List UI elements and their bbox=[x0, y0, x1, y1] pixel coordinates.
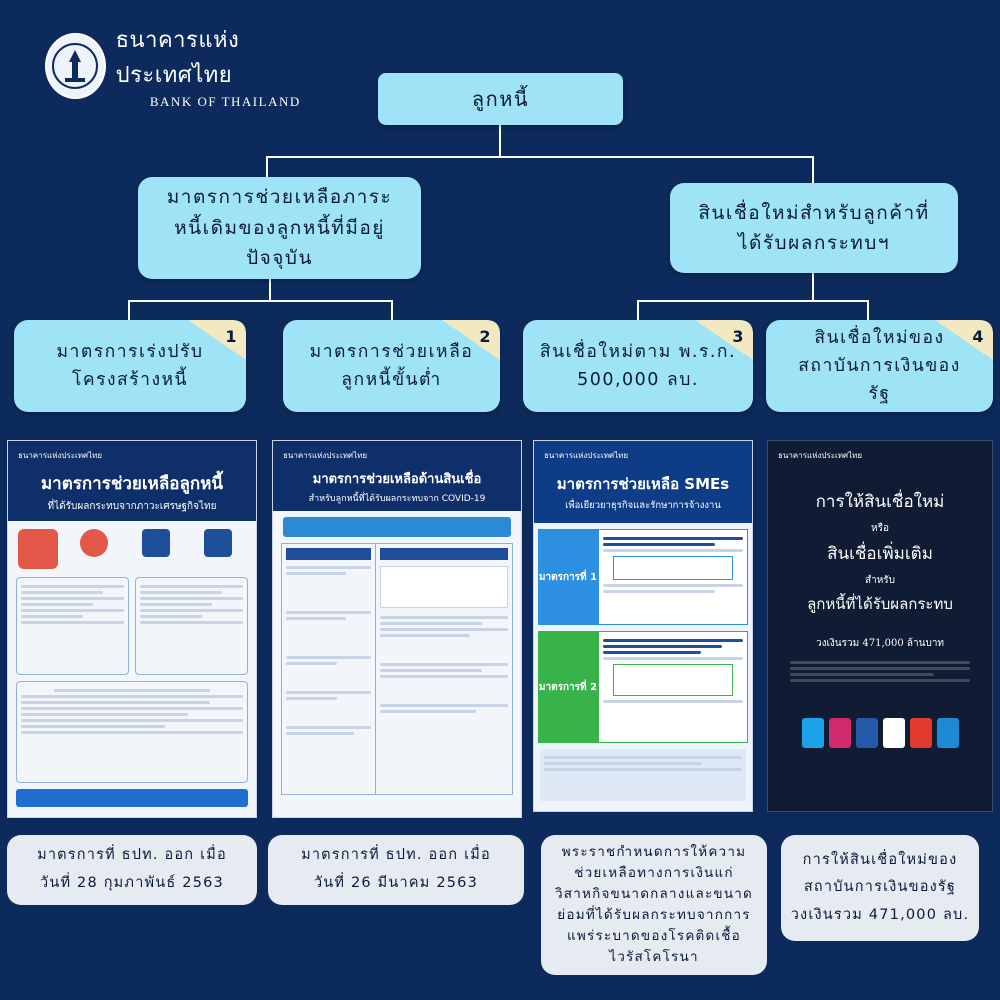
shop-icon bbox=[142, 529, 170, 557]
card2-info-banner bbox=[283, 517, 511, 537]
connector bbox=[391, 300, 393, 320]
corner-badge-icon bbox=[695, 320, 753, 360]
card3-subtitle: เพื่อเยียวยาธุรกิจและรักษาการจ้างงาน bbox=[565, 500, 721, 511]
card1-subtitle: ที่ได้รับผลกระทบจากภาวะเศรษฐกิจไทย bbox=[47, 501, 217, 512]
leaf-number-1: 1 bbox=[225, 327, 238, 346]
bank-logo-icon bbox=[909, 718, 932, 748]
card1-title: มาตรการช่วยเหลือลูกหนี้ bbox=[40, 474, 224, 494]
card4-line-3: สินเชื่อเพิ่มเติม bbox=[827, 544, 933, 564]
card4-line-2: หรือ bbox=[871, 523, 889, 534]
caption-4: การให้สินเชื่อใหม่ของสถาบันการเงินของรัฐ… bbox=[781, 835, 979, 941]
leaf-number-3: 3 bbox=[732, 327, 745, 346]
bank-logo-icon bbox=[828, 718, 851, 748]
leaf-label-3: สินเชื่อใหม่ตาม พ.ร.ก. 500,000 ลบ. bbox=[539, 342, 737, 390]
corner-badge-icon bbox=[935, 320, 993, 360]
card4-line-5: ลูกหนี้ที่ได้รับผลกระทบ bbox=[807, 595, 953, 613]
card1-panel-bottom bbox=[16, 681, 248, 783]
card2-header: ธนาคารแห่งประเทศไทย bbox=[283, 451, 368, 460]
leaf-number-2: 2 bbox=[479, 327, 492, 346]
connector bbox=[637, 300, 639, 320]
corner-badge-icon bbox=[442, 320, 500, 360]
card3-header: ธนาคารแห่งประเทศไทย bbox=[544, 451, 629, 460]
card2-title: มาตรการช่วยเหลือด้านสินเชื่อ bbox=[312, 472, 482, 487]
leaf-label-2: มาตรการช่วยเหลือลูกหนี้ขั้นต่ำ bbox=[309, 342, 474, 390]
connector bbox=[266, 156, 814, 158]
card1-footer-banner bbox=[16, 789, 248, 807]
leaf-box-3: สินเชื่อใหม่ตาม พ.ร.ก. 500,000 ลบ. 3 bbox=[523, 320, 753, 412]
card3-measure-2-label: มาตรการที่ 2 bbox=[538, 631, 598, 743]
leaf-number-4: 4 bbox=[972, 327, 985, 346]
bank-logo-icon bbox=[936, 718, 959, 748]
card1-panel-right bbox=[135, 577, 248, 675]
card3-measure-1-body bbox=[598, 529, 748, 625]
leaf-box-2: มาตรการช่วยเหลือลูกหนี้ขั้นต่ำ 2 bbox=[283, 320, 500, 412]
root-debtor-box: ลูกหนี้ bbox=[378, 73, 623, 125]
connector bbox=[637, 300, 869, 302]
card4-bank-logos bbox=[768, 718, 992, 748]
connector bbox=[812, 273, 814, 301]
caption-3-text: พระราชกำหนดการให้ความช่วยเหลือทางการเงิน… bbox=[554, 844, 754, 965]
existing-debt-measures-box: มาตรการช่วยเหลือภาระหนี้เดิมของลูกหนี้ที… bbox=[138, 177, 421, 279]
connector bbox=[867, 300, 869, 320]
bank-logo-icon bbox=[855, 718, 878, 748]
infographic-card-2: ธนาคารแห่งประเทศไทย มาตรการช่วยเหลือด้าน… bbox=[272, 440, 522, 818]
leaf-label-4: สินเชื่อใหม่ของสถาบันการเงินของรัฐ bbox=[798, 328, 961, 404]
person-icon bbox=[80, 529, 108, 557]
building-icon bbox=[204, 529, 232, 557]
card4-line-4: สำหรับ bbox=[864, 575, 896, 586]
new-loans-box: สินเชื่อใหม่สำหรับลูกค้าที่ได้รับผลกระทบ… bbox=[670, 183, 958, 273]
caption-1-text: มาตรการที่ ธปท. ออก เมื่อวันที่ 28 กุมภา… bbox=[37, 847, 227, 891]
connector bbox=[128, 300, 130, 320]
leaf-box-4: สินเชื่อใหม่ของสถาบันการเงินของรัฐ 4 bbox=[766, 320, 993, 412]
existing-debt-measures-label: มาตรการช่วยเหลือภาระหนี้เดิมของลูกหนี้ที… bbox=[166, 186, 393, 270]
bot-logo: ธนาคารแห่งประเทศไทย BANK OF THAILAND bbox=[45, 28, 335, 109]
card4-line-1: การให้สินเชื่อใหม่ bbox=[815, 492, 945, 512]
card2-subtitle: สำหรับลูกหนี้ที่ได้รับผลกระทบจาก COVID-1… bbox=[308, 494, 486, 504]
card2-table bbox=[281, 543, 513, 795]
card3-note bbox=[540, 749, 746, 801]
bank-logo-icon bbox=[882, 718, 905, 748]
logo-thai-name: ธนาคารแห่งประเทศไทย bbox=[115, 28, 240, 88]
connector bbox=[269, 279, 271, 301]
connector bbox=[812, 156, 814, 183]
connector bbox=[128, 300, 393, 302]
corner-badge-icon bbox=[188, 320, 246, 360]
infographic-card-4: ธนาคารแห่งประเทศไทย การให้สินเชื่อใหม่ ห… bbox=[767, 440, 993, 812]
card4-body-text bbox=[790, 661, 970, 682]
card1-header: ธนาคารแห่งประเทศไทย bbox=[18, 451, 103, 460]
leaf-box-1: มาตรการเร่งปรับโครงสร้างหนี้ 1 bbox=[14, 320, 246, 412]
caption-4-text: การให้สินเชื่อใหม่ของสถาบันการเงินของรัฐ… bbox=[790, 851, 970, 923]
card4-header: ธนาคารแห่งประเทศไทย bbox=[778, 451, 863, 460]
caption-1: มาตรการที่ ธปท. ออก เมื่อวันที่ 28 กุมภา… bbox=[7, 835, 257, 905]
caption-3: พระราชกำหนดการให้ความช่วยเหลือทางการเงิน… bbox=[541, 835, 767, 975]
bank-logo-icon bbox=[801, 718, 824, 748]
calendar-icon bbox=[18, 529, 58, 569]
bot-seal-icon bbox=[45, 33, 106, 99]
caption-2-text: มาตรการที่ ธปท. ออก เมื่อวันที่ 26 มีนาค… bbox=[301, 847, 491, 891]
infographic-card-3: ธนาคารแห่งประเทศไทย มาตรการช่วยเหลือ SME… bbox=[533, 440, 753, 812]
card4-line-6: วงเงินรวม 471,000 ล้านบาท bbox=[815, 638, 945, 649]
connector bbox=[499, 125, 501, 157]
infographic-card-1: ธนาคารแห่งประเทศไทย มาตรการช่วยเหลือลูกห… bbox=[7, 440, 257, 818]
caption-2: มาตรการที่ ธปท. ออก เมื่อวันที่ 26 มีนาค… bbox=[268, 835, 524, 905]
new-loans-label: สินเชื่อใหม่สำหรับลูกค้าที่ได้รับผลกระทบ… bbox=[698, 201, 930, 254]
logo-english-name: BANK OF THAILAND bbox=[149, 94, 301, 109]
card1-panel-left bbox=[16, 577, 129, 675]
card3-measure-1-label: มาตรการที่ 1 bbox=[538, 529, 598, 625]
connector bbox=[266, 156, 268, 177]
card3-title: มาตรการช่วยเหลือ SMEs bbox=[556, 475, 730, 493]
card3-measure-2-body bbox=[598, 631, 748, 743]
leaf-label-1: มาตรการเร่งปรับโครงสร้างหนี้ bbox=[56, 342, 204, 390]
